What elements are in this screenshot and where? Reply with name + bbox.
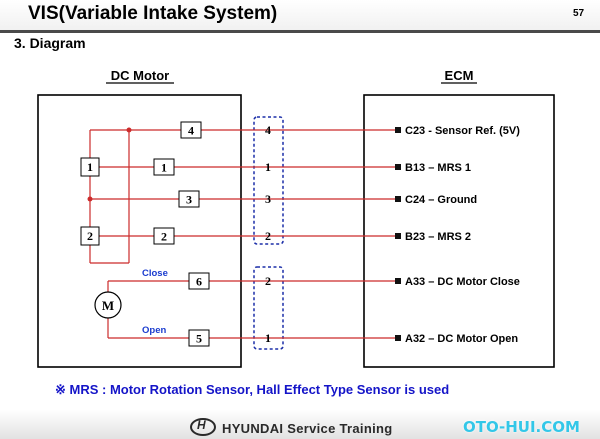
page-number: 57 [573, 8, 585, 19]
motor-symbol [94, 291, 122, 319]
sensor-box-1 [80, 157, 100, 177]
pin-label-3: 3 [186, 193, 192, 207]
dc-motor-box [37, 94, 242, 368]
close-wire-label: Close [142, 268, 168, 279]
ecm-label-b23: B23 – MRS 2 [405, 231, 471, 243]
pin-label-1: 1 [161, 161, 167, 175]
connector-pin-3: 3 [265, 192, 271, 206]
pin-label-6: 6 [196, 275, 202, 289]
ecm-label-a32: A32 – DC Motor Open [405, 333, 518, 345]
sensor-box-1-label: 1 [87, 160, 93, 174]
section-title: 3. Diagram [14, 35, 86, 51]
brand-text: HYUNDAI Service Training [222, 421, 393, 436]
page-title: VIS(Variable Intake System) [28, 3, 278, 24]
connector-upper [253, 116, 284, 245]
ecm-terminal [395, 164, 401, 170]
pin-label-5: 5 [196, 332, 202, 346]
hyundai-brand: HYUNDAI Service Training [190, 418, 392, 436]
watermark: OTO-HUI.COM [463, 418, 580, 436]
connector-pin-close: 2 [265, 274, 271, 288]
connector-pin-2: 2 [265, 229, 271, 243]
ecm-label-c24: C24 – Ground [405, 194, 477, 206]
pin-box-2 [153, 227, 175, 245]
pin-box-1 [153, 158, 175, 176]
pin-box-6 [188, 272, 210, 290]
header-bar: VIS(Variable Intake System) 57 [0, 0, 600, 30]
connector-pin-1: 1 [265, 160, 271, 174]
pin-box-4 [180, 121, 202, 139]
footer-bar: HYUNDAI Service Training OTO-HUI.COM [0, 410, 600, 439]
pin-box-5 [188, 329, 210, 347]
ecm-title: ECM [445, 68, 474, 83]
motor-symbol-label: M [102, 298, 114, 313]
motor-title: DC Motor [111, 68, 170, 83]
hyundai-logo-icon [190, 418, 216, 436]
sensor-box-2-label: 2 [87, 229, 93, 243]
junction-dot [126, 127, 132, 133]
connector-lower [253, 266, 284, 350]
ecm-label-b13: B13 – MRS 1 [405, 162, 471, 174]
ecm-terminal [395, 196, 401, 202]
ecm-label-a33: A33 – DC Motor Close [405, 276, 520, 288]
ecm-box [363, 94, 555, 368]
ecm-terminal [395, 278, 401, 284]
mrs-note: ※ MRS : Motor Rotation Sensor, Hall Effe… [55, 382, 450, 397]
ecm-terminal [395, 233, 401, 239]
connector-pin-open: 1 [265, 331, 271, 345]
ecm-terminal [395, 335, 401, 341]
sensor-box-2 [80, 226, 100, 246]
connector-pin-4: 4 [265, 123, 271, 137]
ecm-label-c23: C23 - Sensor Ref. (5V) [405, 125, 520, 137]
pin-box-3 [178, 190, 200, 208]
header-divider [0, 30, 600, 33]
junction-dot [87, 196, 93, 202]
pin-label-4: 4 [188, 124, 194, 138]
ecm-terminal [395, 127, 401, 133]
open-wire-label: Open [142, 325, 166, 336]
pin-label-2: 2 [161, 230, 167, 244]
